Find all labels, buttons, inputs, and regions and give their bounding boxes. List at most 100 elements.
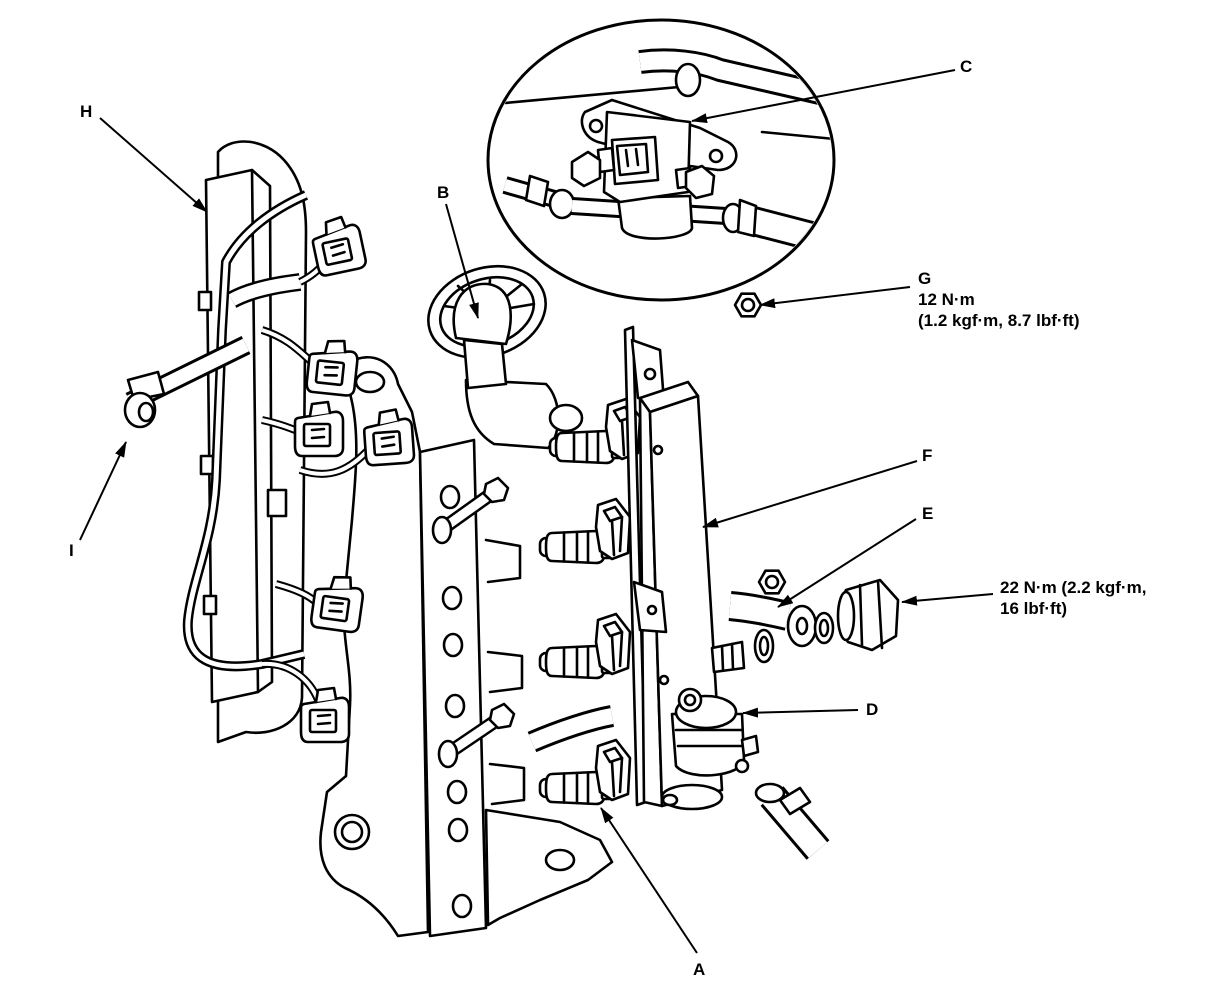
manifold-flange <box>418 438 488 938</box>
injector-4 <box>538 738 632 806</box>
part-e-fuel-feed-hose <box>728 591 835 664</box>
label-g: G <box>918 269 931 288</box>
part-c-inset-detail <box>486 18 836 302</box>
bracket-tab-2 <box>199 454 215 476</box>
part-d-pressure-regulator <box>670 687 760 777</box>
return-hose-clamp <box>778 786 812 816</box>
intake-manifold <box>319 356 614 938</box>
runner-recess-2 <box>486 650 524 694</box>
injector-3 <box>538 612 632 680</box>
flange-hole-3 <box>442 632 464 658</box>
cylinder-head-body <box>319 356 430 938</box>
flange-hole-6 <box>447 817 469 843</box>
manifold-lower-boss <box>544 848 576 872</box>
inset-left-hose-clamp <box>524 174 550 208</box>
stud-1-end <box>482 476 510 504</box>
rail-upper-tab-hole <box>643 367 657 381</box>
feed-hose-core <box>728 594 791 628</box>
sensor-base <box>616 194 694 240</box>
sealing-washer-2-bore <box>818 618 830 638</box>
leader-b <box>445 203 479 319</box>
stud-2-washer <box>437 739 459 769</box>
harness-sleeve-core <box>228 275 301 306</box>
part-i-hose-clip <box>123 336 251 429</box>
inset-left-fitting <box>548 188 576 220</box>
flange-hole-5 <box>446 779 468 805</box>
torque-banjo-line1: 22 N·m (2.2 kgf·m, <box>1000 578 1146 597</box>
branch-wires-core <box>261 260 372 701</box>
rail-studs <box>431 476 516 769</box>
nut-2-bore <box>764 574 780 590</box>
banjo-eye-bore <box>795 616 809 636</box>
part-g-nuts <box>733 292 787 595</box>
leader-h <box>99 117 208 213</box>
rail-hole-upper <box>652 444 664 456</box>
chamber-boss <box>548 403 584 433</box>
runner-recess-3 <box>488 762 526 806</box>
flange-hole-7 <box>451 893 473 919</box>
leader-d <box>742 707 859 718</box>
coupler-2 <box>304 336 361 398</box>
leader-i <box>79 441 127 541</box>
regulator-outlet <box>740 734 760 758</box>
harness-main-core <box>185 192 308 669</box>
return-hose-end <box>754 782 786 804</box>
rail-inlet-pipe-ribs <box>720 642 735 672</box>
leader-c <box>691 69 956 124</box>
callout-labels: C H B G 12 N·m (1.2 kgf·m, 8.7 lbf·ft) F… <box>69 57 1146 979</box>
chamber-dome <box>452 282 512 346</box>
banjo-bolt-face <box>836 590 856 642</box>
label-d: D <box>866 700 878 719</box>
chamber-block <box>462 338 508 390</box>
label-a: A <box>693 960 705 979</box>
flange-hole-1 <box>439 484 461 510</box>
leader-lines <box>79 69 994 954</box>
leader-banjo-bolt-torque <box>901 593 994 606</box>
coupler-1 <box>307 212 369 279</box>
sensor-connector-pins <box>624 147 640 168</box>
inset-line-top <box>503 84 692 105</box>
leader-f <box>702 460 918 528</box>
wire-harness <box>182 190 373 702</box>
banjo-bolt-flats <box>858 579 884 650</box>
head-boss <box>354 370 386 394</box>
bracket-tab-3 <box>202 594 218 616</box>
regulator-nipple-bore <box>683 693 697 707</box>
label-c: C <box>960 57 972 76</box>
vacuum-hose <box>527 705 615 753</box>
nut-1-bore <box>740 297 756 313</box>
part-b-air-chamber <box>427 264 584 450</box>
injector-2 <box>538 497 632 565</box>
inset-contents <box>502 48 832 261</box>
torque-banjo-line2: 16 lbf·ft) <box>1000 599 1067 618</box>
bracket-edge <box>250 168 260 694</box>
regulator-ridges <box>674 728 745 748</box>
leader-a <box>600 807 698 954</box>
flange-hole-2 <box>441 585 463 611</box>
label-f: F <box>922 446 932 465</box>
label-i: I <box>69 541 74 560</box>
leader-g <box>759 286 911 309</box>
rail-lower-tab-hole <box>646 604 658 616</box>
fuel-return-hose <box>754 782 830 860</box>
regulator-lower-nipple <box>734 758 750 774</box>
head-hole <box>340 820 364 844</box>
sensor-connector-socket <box>615 142 650 177</box>
rail-end-hole <box>661 793 679 807</box>
label-h: H <box>80 102 92 121</box>
chamber-neck <box>464 378 560 450</box>
bracket-clip <box>266 488 288 518</box>
inset-bolt-right-head <box>684 164 716 200</box>
banjo-bolt <box>836 578 900 652</box>
stud-1-washer <box>431 515 453 545</box>
inset-hose-clamp-right <box>736 198 758 238</box>
rail-hole-lower <box>658 674 670 686</box>
label-b: B <box>437 183 449 202</box>
inset-right-hose-core <box>738 206 832 258</box>
inset-upper-hose-core <box>638 51 832 109</box>
inset-hose-clamp <box>674 62 702 98</box>
inset-bolt-left-head <box>570 150 602 188</box>
stud-2-end <box>488 702 516 730</box>
coupler-6 <box>299 686 351 744</box>
